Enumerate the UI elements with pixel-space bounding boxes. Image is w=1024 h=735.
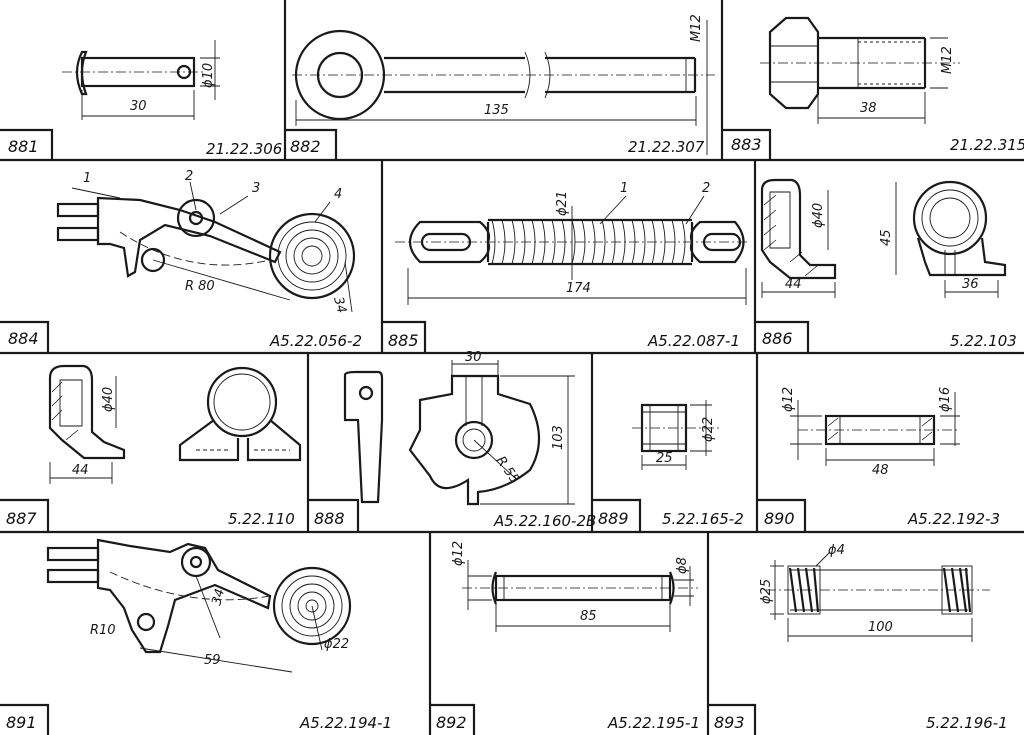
part-884-drawing (56, 181, 356, 313)
part-892-dim-3: 85 (580, 609, 597, 624)
part-884-callout-3: 3 (252, 181, 260, 196)
part-885-callout-1: 1 (620, 181, 628, 196)
part-891-number: 891 (6, 713, 37, 732)
part-882-number: 882 (290, 137, 321, 156)
part-893-code: 5.22.196-1 (926, 714, 1008, 732)
part-892-dim-1: ϕ12 (451, 541, 466, 566)
part-883-drawing (760, 16, 960, 124)
part-885-callout-2: 2 (702, 181, 710, 196)
part-884-dim-1: R 80 (185, 279, 215, 294)
part-888-number: 888 (314, 509, 345, 528)
part-886-dim-4: 36 (962, 277, 979, 292)
part-890-dim-2: ϕ16 (938, 387, 953, 412)
part-887-drawing (48, 364, 302, 484)
part-884-callout-4: 4 (334, 187, 342, 202)
part-887-dim-1: ϕ40 (101, 387, 116, 412)
part-886-drawing (760, 178, 1007, 298)
part-888-drawing (343, 360, 575, 506)
part-885-dim-2: ϕ21 (555, 191, 570, 216)
part-891-dim-4: ϕ22 (324, 637, 349, 652)
part-893-dim-2: ϕ4 (828, 543, 845, 558)
part-884-callout-1: 1 (83, 171, 91, 186)
part-891-code: A5.22.194-1 (299, 714, 392, 732)
part-888-dim-1: 30 (465, 350, 482, 365)
part-882-code: 21.22.307 (628, 138, 705, 156)
part-881-dim-1: 30 (130, 99, 147, 114)
part-883-code: 21.22.315 (950, 136, 1024, 154)
part-889-drawing (632, 400, 720, 470)
part-886-number: 886 (762, 329, 793, 348)
part-888-dim-3: R 55 (493, 454, 522, 487)
part-884-dim-2: 34 (330, 295, 349, 315)
part-892-code: A5.22.195-1 (607, 714, 700, 732)
part-889-dim-2: 25 (656, 451, 673, 466)
part-893-dim-1: ϕ25 (759, 579, 774, 604)
part-886-dim-1: ϕ40 (811, 203, 826, 228)
part-886-dim-3: 45 (879, 229, 894, 246)
part-893-dim-3: 100 (868, 620, 893, 635)
part-893-drawing (766, 551, 990, 642)
part-887-dim-2: 44 (72, 463, 89, 478)
part-881-dim-2: ϕ10 (201, 63, 216, 88)
part-885-dim-1: 174 (566, 281, 591, 296)
part-886-dim-2: 44 (785, 277, 802, 292)
part-891-dim-3: 34 (209, 587, 228, 607)
part-891-drawing (46, 538, 352, 673)
part-889-code: 5.22.165-2 (662, 510, 744, 528)
part-888-dim-2: 103 (551, 425, 566, 450)
part-885-code: A5.22.087-1 (647, 332, 740, 350)
part-885-drawing (395, 195, 750, 305)
part-885-coil (486, 218, 694, 266)
part-883-dim-2: M12 (940, 46, 955, 74)
part-884-number: 884 (8, 329, 39, 348)
part-892-drawing (462, 560, 698, 632)
part-886-code: 5.22.103 (950, 332, 1017, 350)
part-883-dim-1: 38 (860, 101, 877, 116)
part-882-dim-1: 135 (484, 103, 509, 118)
part-884-code: A5.22.056-2 (269, 332, 362, 350)
part-890-code: A5.22.192-3 (907, 510, 1000, 528)
part-887-number: 887 (6, 509, 37, 528)
part-881-number: 881 (8, 137, 39, 156)
part-890-dim-1: ϕ12 (781, 387, 796, 412)
part-890-drawing (790, 392, 960, 466)
part-889-dim-1: ϕ22 (701, 417, 716, 442)
part-888-code: A5.22.160-2B (493, 512, 596, 530)
part-892-number: 892 (436, 713, 467, 732)
part-891-dim-1: R10 (90, 623, 116, 638)
part-887-code: 5.22.110 (228, 510, 295, 528)
part-882-dim-2: M12 (689, 14, 704, 42)
part-890-number: 890 (764, 509, 795, 528)
part-882-drawing (292, 20, 715, 155)
part-892-dim-2: ϕ8 (675, 557, 690, 574)
part-891-dim-2: 59 (204, 653, 221, 668)
part-885-number: 885 (388, 331, 419, 350)
part-881-code: 21.22.306 (206, 140, 282, 158)
part-890-dim-3: 48 (872, 463, 889, 478)
part-893-number: 893 (714, 713, 745, 732)
part-889-number: 889 (598, 509, 629, 528)
part-881-drawing (62, 40, 220, 120)
part-884-callout-2: 2 (185, 169, 193, 184)
part-883-number: 883 (731, 135, 762, 154)
